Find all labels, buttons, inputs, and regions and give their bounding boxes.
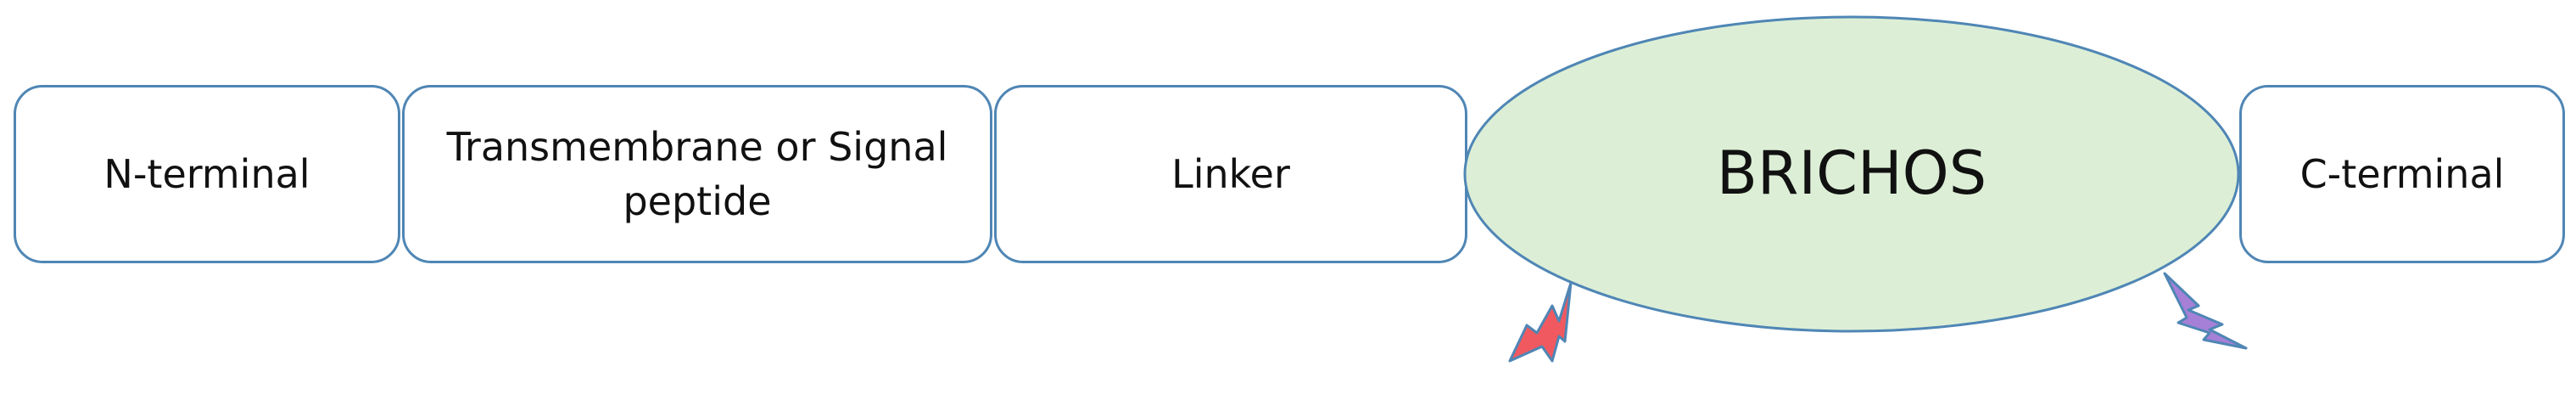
linker-domain: Linker: [994, 85, 1467, 263]
transmembrane-label: Transmembrane or Signal peptide: [446, 123, 948, 224]
brichos-domain-ellipse: [1463, 15, 2240, 333]
brichos-label: BRICHOS: [1717, 138, 1986, 208]
n-terminal-domain: N-terminal: [14, 85, 400, 263]
transmembrane-domain: Transmembrane or Signal peptide: [402, 85, 992, 263]
n-terminal-label: N-terminal: [103, 150, 310, 197]
c-terminal-label: C-terminal: [2299, 150, 2505, 197]
c-terminal-domain: C-terminal: [2239, 85, 2565, 263]
lightning-bolt-purple-icon: [2163, 272, 2248, 350]
lightning-bolt-red-icon: [1508, 281, 1573, 363]
linker-label: Linker: [1171, 150, 1290, 197]
